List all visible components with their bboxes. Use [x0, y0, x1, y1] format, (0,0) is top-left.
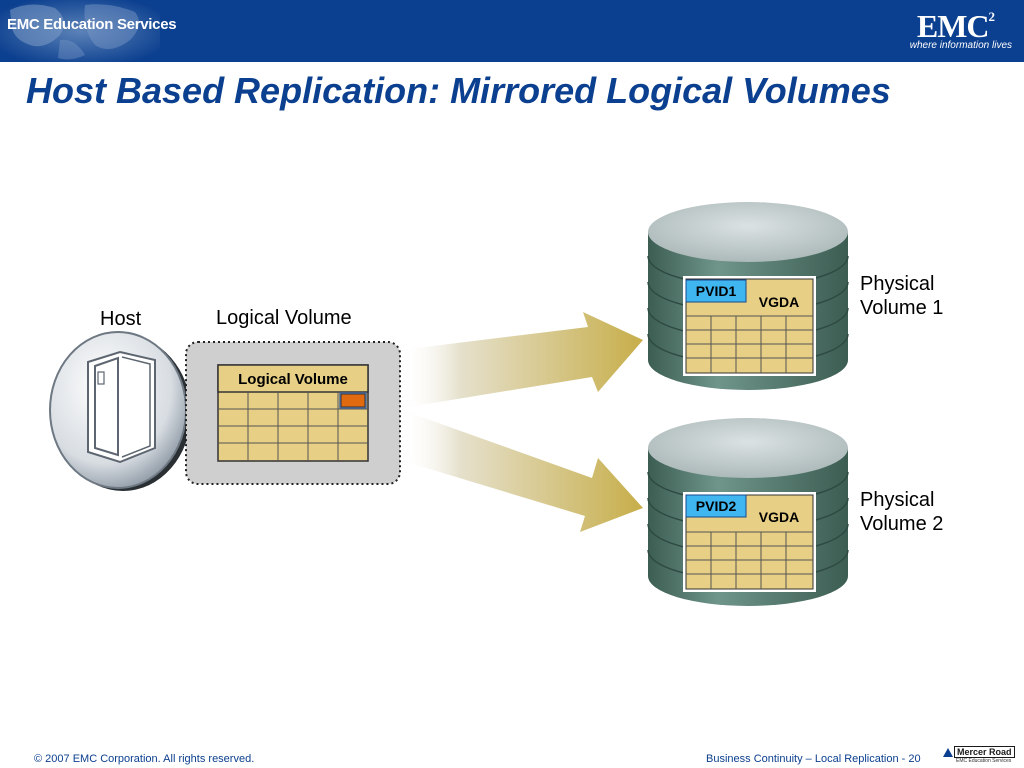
physical-volume-2-label: Physical Volume 2 — [860, 489, 944, 535]
copyright-text: © 2007 EMC Corporation. All rights reser… — [34, 753, 255, 765]
pvid1-tag — [685, 279, 747, 303]
emc-tagline: where information lives — [909, 40, 1012, 51]
header-bar: EMC Education Services EMC2 where inform… — [0, 0, 1024, 62]
logical-volume-table — [217, 364, 369, 462]
highlight-cell — [340, 393, 366, 408]
pvid1-label: PVID1 — [696, 283, 737, 299]
edu-services-brand: EMC Education Services — [7, 16, 177, 33]
globe-icon — [0, 0, 160, 62]
host-server-icon — [49, 331, 191, 491]
mirror-arrow-bottom — [400, 410, 643, 532]
mercer-road-logo: Mercer Road EMC Education Services — [942, 746, 1016, 766]
mercer-road-mark-icon — [943, 748, 953, 757]
vgda1-label: VGDA — [759, 294, 799, 310]
physical-volume-2-disk — [647, 418, 849, 606]
pvid2-tag — [685, 494, 747, 518]
course-page-text: Business Continuity – Local Replication … — [706, 753, 921, 765]
mirror-arrow-top — [400, 312, 643, 408]
logical-volume-label: Logical Volume — [216, 307, 352, 329]
emc-logo: EMC2 — [916, 8, 995, 44]
pvid2-label: PVID2 — [696, 498, 737, 514]
physical-volume-1-disk — [647, 202, 849, 390]
slide-title: Host Based Replication: Mirrored Logical… — [26, 70, 891, 111]
host-label: Host — [100, 308, 142, 330]
vgda2-label: VGDA — [759, 509, 799, 525]
logical-volume-box-label: Logical Volume — [238, 371, 348, 388]
physical-volume-1-label: Physical Volume 1 — [860, 273, 944, 319]
